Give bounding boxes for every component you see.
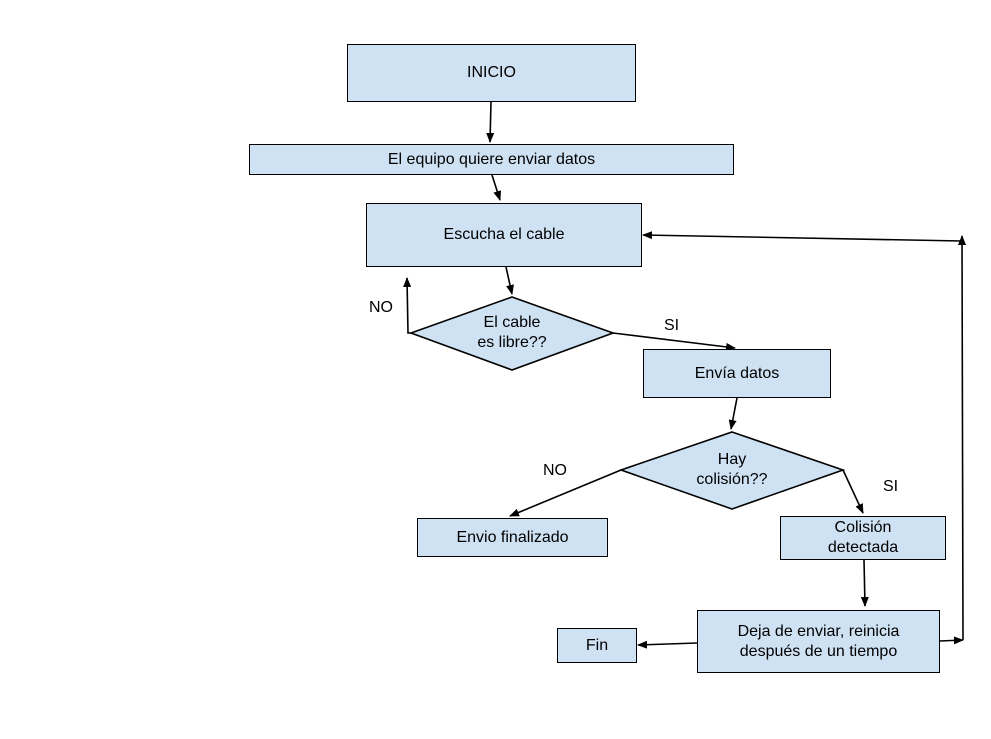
arrow-escucha-to-decision <box>505 266 514 295</box>
arrow-envia-to-colision <box>728 397 738 430</box>
arrow-right-up <box>958 235 967 641</box>
arrow-si-to-envia <box>612 332 736 351</box>
arrow-deja-to-right <box>939 636 964 645</box>
node-inicio: INICIO <box>347 44 636 102</box>
arrow-no-back-to-escucha <box>403 277 412 334</box>
decision-cable-libre <box>408 296 616 371</box>
arrow-colision-no-to-finalizado <box>509 469 622 517</box>
decision-colision <box>618 431 846 510</box>
arrow-inicio-to-quiere <box>486 101 495 143</box>
edge-label-colision-no: NO <box>543 462 567 479</box>
node-escucha-cable: Escucha el cable <box>366 203 642 267</box>
node-fin: Fin <box>557 628 637 663</box>
node-quiere-enviar: El equipo quiere enviar datos <box>249 144 734 175</box>
node-envio-finalizado: Envio finalizado <box>417 518 608 557</box>
arrow-back-to-escucha <box>642 231 963 242</box>
node-envia-datos: Envía datos <box>643 349 831 398</box>
arrow-colision-si-to-detectada <box>842 469 864 514</box>
decision-colision-label: Hay colisión?? <box>696 451 768 488</box>
edge-label-cable-no: NO <box>369 299 393 316</box>
edge-label-cable-si: SI <box>664 317 680 334</box>
arrow-detectada-to-deja <box>860 559 869 607</box>
node-colision-detectada: Colisión detectada <box>780 516 946 560</box>
node-deja-enviar: Deja de enviar, reinicia después de un t… <box>697 610 940 673</box>
edge-label-colision-si: SI <box>883 478 899 495</box>
arrow-quiere-to-escucha <box>491 174 502 201</box>
arrow-deja-to-fin <box>637 640 698 649</box>
decision-cable-libre-label: El cable es libre?? <box>477 314 547 351</box>
